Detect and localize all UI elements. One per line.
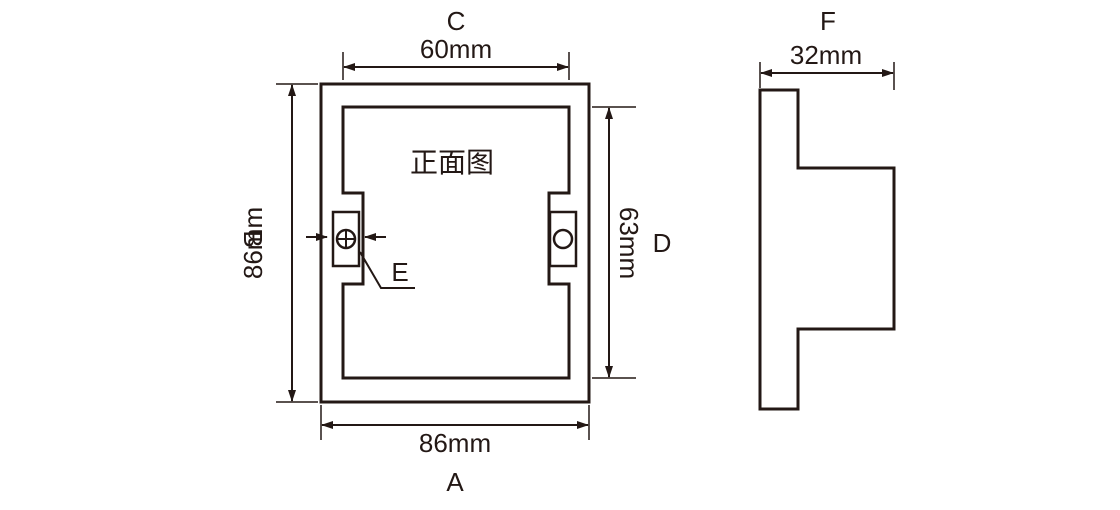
right-screw-hole bbox=[552, 228, 574, 250]
front-inner-opening bbox=[341, 105, 571, 380]
dim-a-value: 86mm bbox=[419, 428, 491, 458]
dim-b-value: 86mm bbox=[238, 207, 268, 279]
front-view-title: 正面图 bbox=[410, 147, 494, 178]
front-view: 正面图 C 60mm 86mm A B 86mm 63mm D E bbox=[238, 6, 671, 497]
dim-d-letter: D bbox=[653, 228, 672, 258]
dim-e-leader bbox=[359, 251, 415, 289]
front-outer-frame bbox=[319, 82, 591, 404]
left-mounting-lug bbox=[331, 210, 361, 268]
side-profile bbox=[758, 88, 896, 411]
dim-f-value: 32mm bbox=[790, 40, 862, 70]
right-mounting-lug bbox=[548, 210, 578, 268]
side-view: F 32mm bbox=[758, 6, 896, 411]
dim-c-value: 60mm bbox=[420, 34, 492, 64]
dim-b-letter: B bbox=[238, 230, 268, 247]
dim-e-letter: E bbox=[391, 257, 408, 287]
dim-f-letter: F bbox=[820, 6, 836, 36]
dim-a-letter: A bbox=[446, 467, 464, 497]
dim-d-value: 63mm bbox=[614, 207, 644, 279]
dim-c-letter: C bbox=[447, 6, 466, 36]
